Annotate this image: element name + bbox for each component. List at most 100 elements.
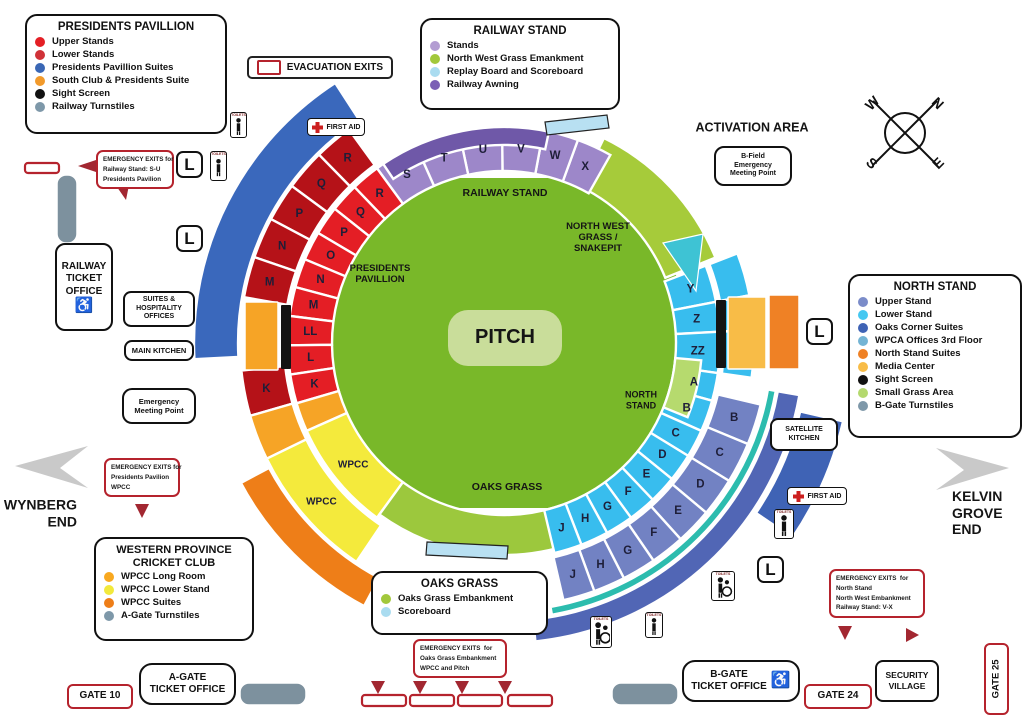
toilets-label: TOILETS (211, 152, 226, 156)
section-letter-M: M (309, 300, 319, 312)
gate-25-label: GATE 25 (990, 659, 1002, 699)
legend-color-dot (35, 62, 45, 73)
legend-item-label: North West Grass Emankment (447, 53, 584, 65)
section-letter-WPCC: WPCC (338, 460, 369, 471)
stadium-section-C (649, 411, 703, 458)
section-letter-G: G (623, 545, 632, 557)
stadium-section-E (620, 449, 674, 502)
legend-title: OAKS GRASS (420, 578, 499, 590)
legend-item: North Stand Suites (858, 348, 1012, 359)
section-letter-A: A (690, 377, 698, 389)
legend-item: Presidents Pavillion Suites (35, 62, 217, 73)
b-gate-turnstiles-bar (611, 682, 679, 706)
section-letter-Z: Z (693, 313, 700, 325)
main-kitchen: MAIN KITCHEN (124, 340, 194, 361)
section-letter-N: N (316, 274, 324, 286)
legend-item: Lower Stands (35, 49, 217, 60)
section-letter-U: U (479, 144, 487, 156)
activation-area: ACTIVATION AREA (695, 120, 809, 135)
legend-color-dot (858, 387, 868, 398)
section-letter-Q: Q (356, 206, 365, 218)
legend-item: B-Gate Turnstiles (858, 400, 1012, 411)
compass-letter-W: W (862, 92, 883, 113)
legend-color-dot (430, 79, 440, 90)
stadium-section-J (552, 548, 596, 602)
person-icon (595, 622, 610, 645)
legend-item-label: WPCC Suites (121, 597, 182, 609)
legend-item: Replay Board and Scoreboard (430, 66, 610, 77)
section-letter-R: R (343, 152, 352, 164)
legend-color-dot (104, 571, 114, 582)
north-stand-suites-block (768, 294, 800, 370)
legend-title: RAILWAY STAND (473, 25, 567, 37)
legend-item-label: Railway Turnstiles (52, 101, 135, 113)
stadium-section-railway-awning (381, 125, 551, 181)
toilets-label: TOILETS (231, 113, 246, 117)
legend-color-dot (35, 36, 45, 47)
south-club-block (244, 301, 279, 371)
oaks-grass-field: OAKS GRASS (471, 480, 543, 493)
person-icon (781, 515, 787, 536)
gate-24-label: GATE 24 (817, 690, 859, 702)
legend-item: Sight Screen (35, 88, 217, 99)
media-center-block (727, 296, 767, 370)
first-aid-label: FIRST AID (326, 123, 361, 131)
railway-turnstiles-bar (56, 174, 78, 244)
legend-item: WPCC Long Room (104, 571, 244, 582)
section-letter-ZZ: ZZ (691, 346, 705, 358)
legend-item: WPCC Suites (104, 597, 244, 608)
compass-letter-E: E (929, 154, 947, 172)
legend-item: Oaks Grass Embankment (381, 593, 538, 604)
section-letter-J: J (558, 522, 564, 534)
legend-color-dot (858, 309, 868, 320)
legend-title: NORTH STAND (893, 281, 977, 293)
emergency-arrow (455, 681, 469, 694)
legend-color-dot (858, 400, 868, 411)
emergency-arrow (371, 681, 385, 694)
section-letter-V: V (517, 144, 525, 156)
evacuation-exits-label: EVACUATION EXITS (286, 62, 383, 73)
stadium-section-presidents-suites-band (192, 81, 361, 361)
pitch-label: PITCH (475, 326, 535, 349)
section-letter-T: T (441, 153, 448, 165)
legend-item-label: A-Gate Turnstiles (121, 610, 200, 622)
stadium-section-M (242, 255, 298, 307)
legend-color-dot (104, 597, 114, 608)
legend-color-dot (35, 88, 45, 99)
section-letter-F: F (625, 486, 632, 498)
sight-screen-west (281, 305, 291, 369)
section-letter-K: K (310, 378, 319, 390)
emergency-arrow (498, 681, 512, 694)
stadium-section-Y (663, 264, 718, 312)
legend-item: South Club & Presidents Suite (35, 75, 217, 86)
first-aid-label: FIRST AID (807, 492, 842, 500)
emergency-arrow (135, 504, 149, 518)
replay-corner-wedge (662, 233, 704, 293)
legend-item: Upper Stands (35, 36, 217, 47)
a-gate-turnstiles-bar (239, 682, 307, 706)
section-letter-L: L (307, 352, 314, 364)
legend-color-dot (35, 75, 45, 86)
stadium-section-F (603, 466, 655, 520)
toilets-label: TOILETS (715, 572, 731, 576)
section-letter-D: D (696, 478, 704, 490)
legend-item: WPCC Lower Stand (104, 584, 244, 595)
legend-item-label: Oaks Corner Suites (875, 322, 964, 334)
section-letter-M: M (265, 276, 275, 288)
section-letter-R: R (375, 188, 384, 200)
stadium-section-E (649, 482, 708, 541)
legend-color-dot (35, 101, 45, 112)
section-letter-C: C (715, 447, 723, 459)
